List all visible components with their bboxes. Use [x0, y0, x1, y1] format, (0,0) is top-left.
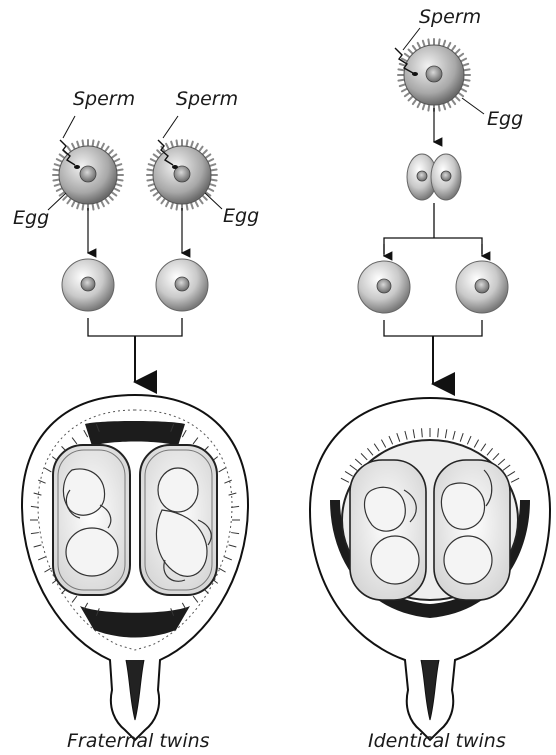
egg-pointer-2 [205, 193, 222, 209]
egg-pointer-1 [48, 193, 66, 210]
identical-egg-label: Egg [487, 110, 523, 129]
sperm-pointer-1 [63, 116, 75, 138]
identical-merge-bracket [384, 320, 482, 336]
identical-zygote-left [358, 261, 410, 313]
identical-two-cell [407, 154, 461, 200]
fraternal-twins-caption: Fraternal twins [67, 732, 210, 751]
identical-split-bracket [384, 238, 482, 254]
identical-egg-pointer [462, 98, 484, 114]
fraternal-zygote-1 [62, 259, 114, 311]
identical-sperm-label: Sperm [419, 8, 481, 27]
fraternal-zygote-2 [156, 259, 208, 311]
fraternal-merge-bracket [88, 318, 182, 336]
fraternal-sperm-label-1: Sperm [73, 90, 135, 109]
identical-twins-caption: Identical twins [368, 732, 506, 751]
identical-sperm-pointer [403, 28, 420, 50]
sperm-pointer-2 [163, 116, 178, 138]
fraternal-sperm-label-2: Sperm [176, 90, 238, 109]
identical-egg [398, 39, 470, 111]
identical-uterus [310, 398, 550, 740]
fraternal-egg-label-1: Egg [13, 209, 49, 228]
fraternal-egg-2 [147, 140, 217, 210]
fraternal-egg-label-2: Egg [223, 207, 259, 226]
identical-zygote-right [456, 261, 508, 313]
fraternal-uterus [22, 395, 248, 740]
